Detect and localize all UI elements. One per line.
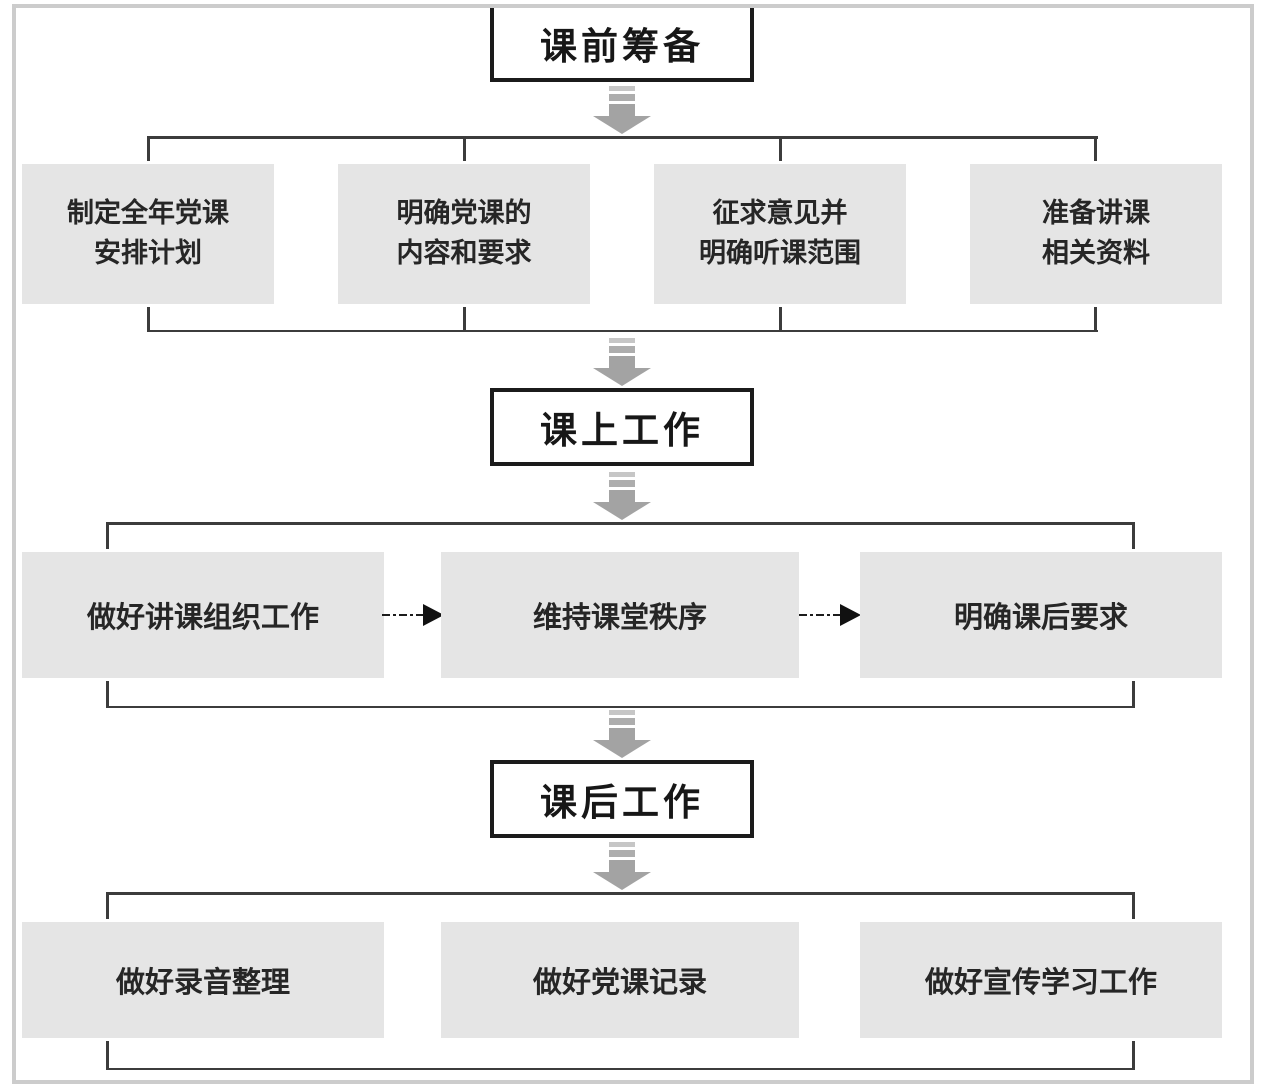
- task-box: 征求意见并 明确听课范围: [654, 164, 906, 304]
- flowchart-content: 课前筹备 制定全年党课 安排计划 明确党课的 内容和要求 征求意见并: [22, 0, 1222, 1070]
- connector-bracket-row3-top: [22, 892, 1222, 922]
- stage1-title: 课前筹备: [540, 25, 704, 68]
- task-box: 制定全年党课 安排计划: [22, 164, 274, 304]
- arrow-dash: [609, 86, 635, 91]
- down-arrow-icon: [22, 338, 1222, 386]
- task-box: 明确课后要求: [860, 552, 1222, 678]
- connector-bracket-row2-bottom: [22, 678, 1222, 708]
- dashed-right-arrow-icon: [381, 604, 444, 626]
- task-box: 做好讲课组织工作: [22, 552, 384, 678]
- stage2-title-box: 课上工作: [490, 388, 754, 466]
- down-arrow-icon: [22, 86, 1222, 134]
- arrow-head: [593, 116, 651, 134]
- stage1-task-row: 制定全年党课 安排计划 明确党课的 内容和要求 征求意见并 明确听课范围 准备讲…: [22, 164, 1222, 304]
- stage2-title: 课上工作: [540, 409, 704, 452]
- task-box: 准备讲课 相关资料: [970, 164, 1222, 304]
- arrow-shaft: [609, 104, 635, 116]
- stage3-task-row: 做好录音整理 做好党课记录 做好宣传学习工作: [22, 922, 1222, 1038]
- connector-bracket-row3-bottom: [22, 1038, 1222, 1070]
- task-box: 维持课堂秩序: [441, 552, 799, 678]
- connector-bracket-row2-top: [22, 522, 1222, 552]
- connector-bracket-row1-top: [22, 136, 1222, 164]
- connector-bracket-row1-bottom: [22, 304, 1222, 332]
- down-arrow-icon: [22, 472, 1222, 520]
- stage3-title: 课后工作: [540, 781, 704, 824]
- down-arrow-icon: [22, 710, 1222, 758]
- arrow-dash: [609, 94, 635, 101]
- task-box: 明确党课的 内容和要求: [338, 164, 590, 304]
- stage2-task-row: 做好讲课组织工作 维持课堂秩序 明确课后要求: [22, 552, 1222, 678]
- stage1-title-box: 课前筹备: [490, 4, 754, 82]
- task-box: 做好党课记录: [441, 922, 799, 1038]
- stage3-title-box: 课后工作: [490, 760, 754, 838]
- dashed-right-arrow-icon: [798, 604, 861, 626]
- task-box: 做好宣传学习工作: [860, 922, 1222, 1038]
- down-arrow-icon: [22, 842, 1222, 890]
- task-box: 做好录音整理: [22, 922, 384, 1038]
